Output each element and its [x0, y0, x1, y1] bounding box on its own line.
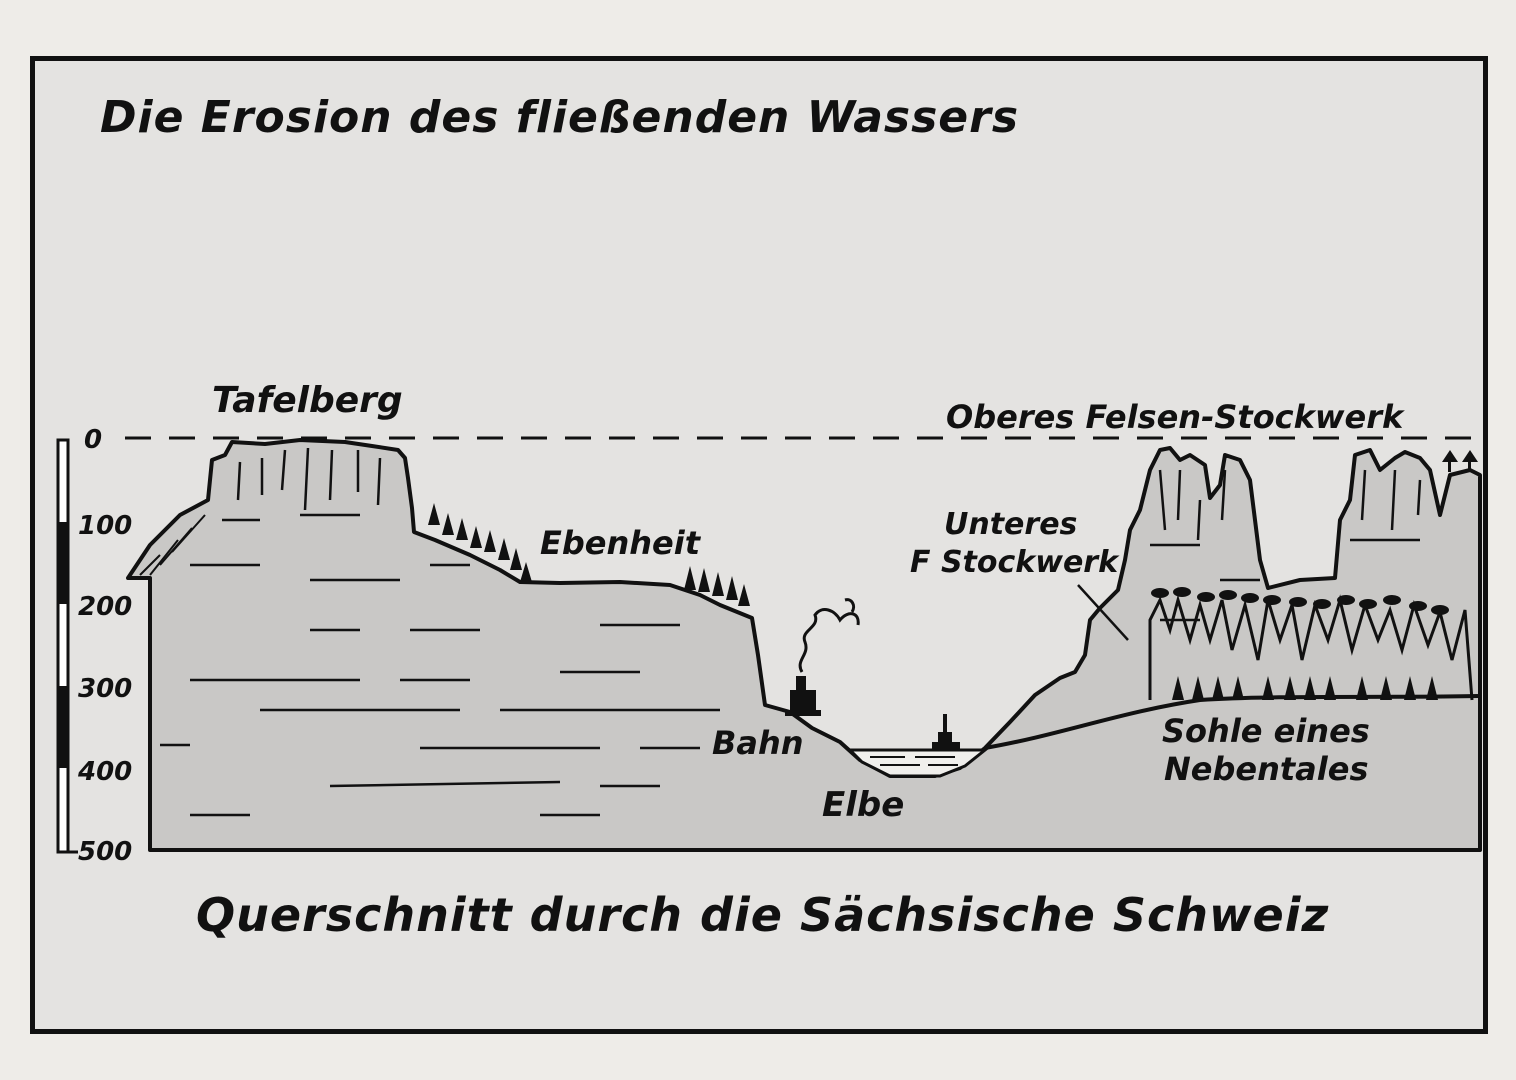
train-icon [785, 676, 821, 716]
diagram-title: Die Erosion des fließenden Wassers [100, 92, 1020, 143]
label-bahn: Bahn [712, 724, 804, 762]
scale-tick-300: 300 [78, 674, 132, 704]
scale-tick-400: 400 [77, 757, 132, 787]
scale-tick-500: 500 [78, 837, 132, 867]
forest-trees [428, 450, 1478, 700]
boat-icon [932, 714, 960, 750]
scree-slope-hatching [139, 514, 206, 576]
label-unteres-line2: F Stockwerk [910, 545, 1120, 580]
diagram-caption: Querschnitt durch die Sächsische Schweiz [196, 888, 1330, 942]
depth-scale-bar [56, 438, 78, 854]
scale-tick-0: 0 [84, 425, 102, 455]
label-ebenheit: Ebenheit [540, 524, 702, 562]
rock-mass [126, 438, 1482, 852]
water-ripples [870, 756, 958, 766]
unteres-pointer-line [1077, 584, 1129, 641]
scale-tick-100: 100 [78, 511, 132, 541]
steam-smoke [798, 598, 860, 673]
label-elbe: Elbe [822, 785, 904, 825]
label-sohle-line2: Nebentales [1164, 750, 1368, 788]
cliff-fissures [222, 447, 1422, 622]
scale-tick-200: 200 [78, 592, 132, 622]
rock-strata-lines [160, 563, 720, 817]
canopy-tree-tops [1151, 587, 1449, 615]
lower-rock-stockwerk [1148, 594, 1474, 701]
side-valley-floor-line [984, 694, 1479, 750]
label-tafelberg: Tafelberg [212, 380, 403, 421]
label-unteres-line1: Unteres [944, 507, 1077, 542]
label-oberes-felsen-stockwerk: Oberes Felsen-Stockwerk [946, 398, 1405, 436]
label-sohle-line1: Sohle eines [1162, 712, 1370, 750]
